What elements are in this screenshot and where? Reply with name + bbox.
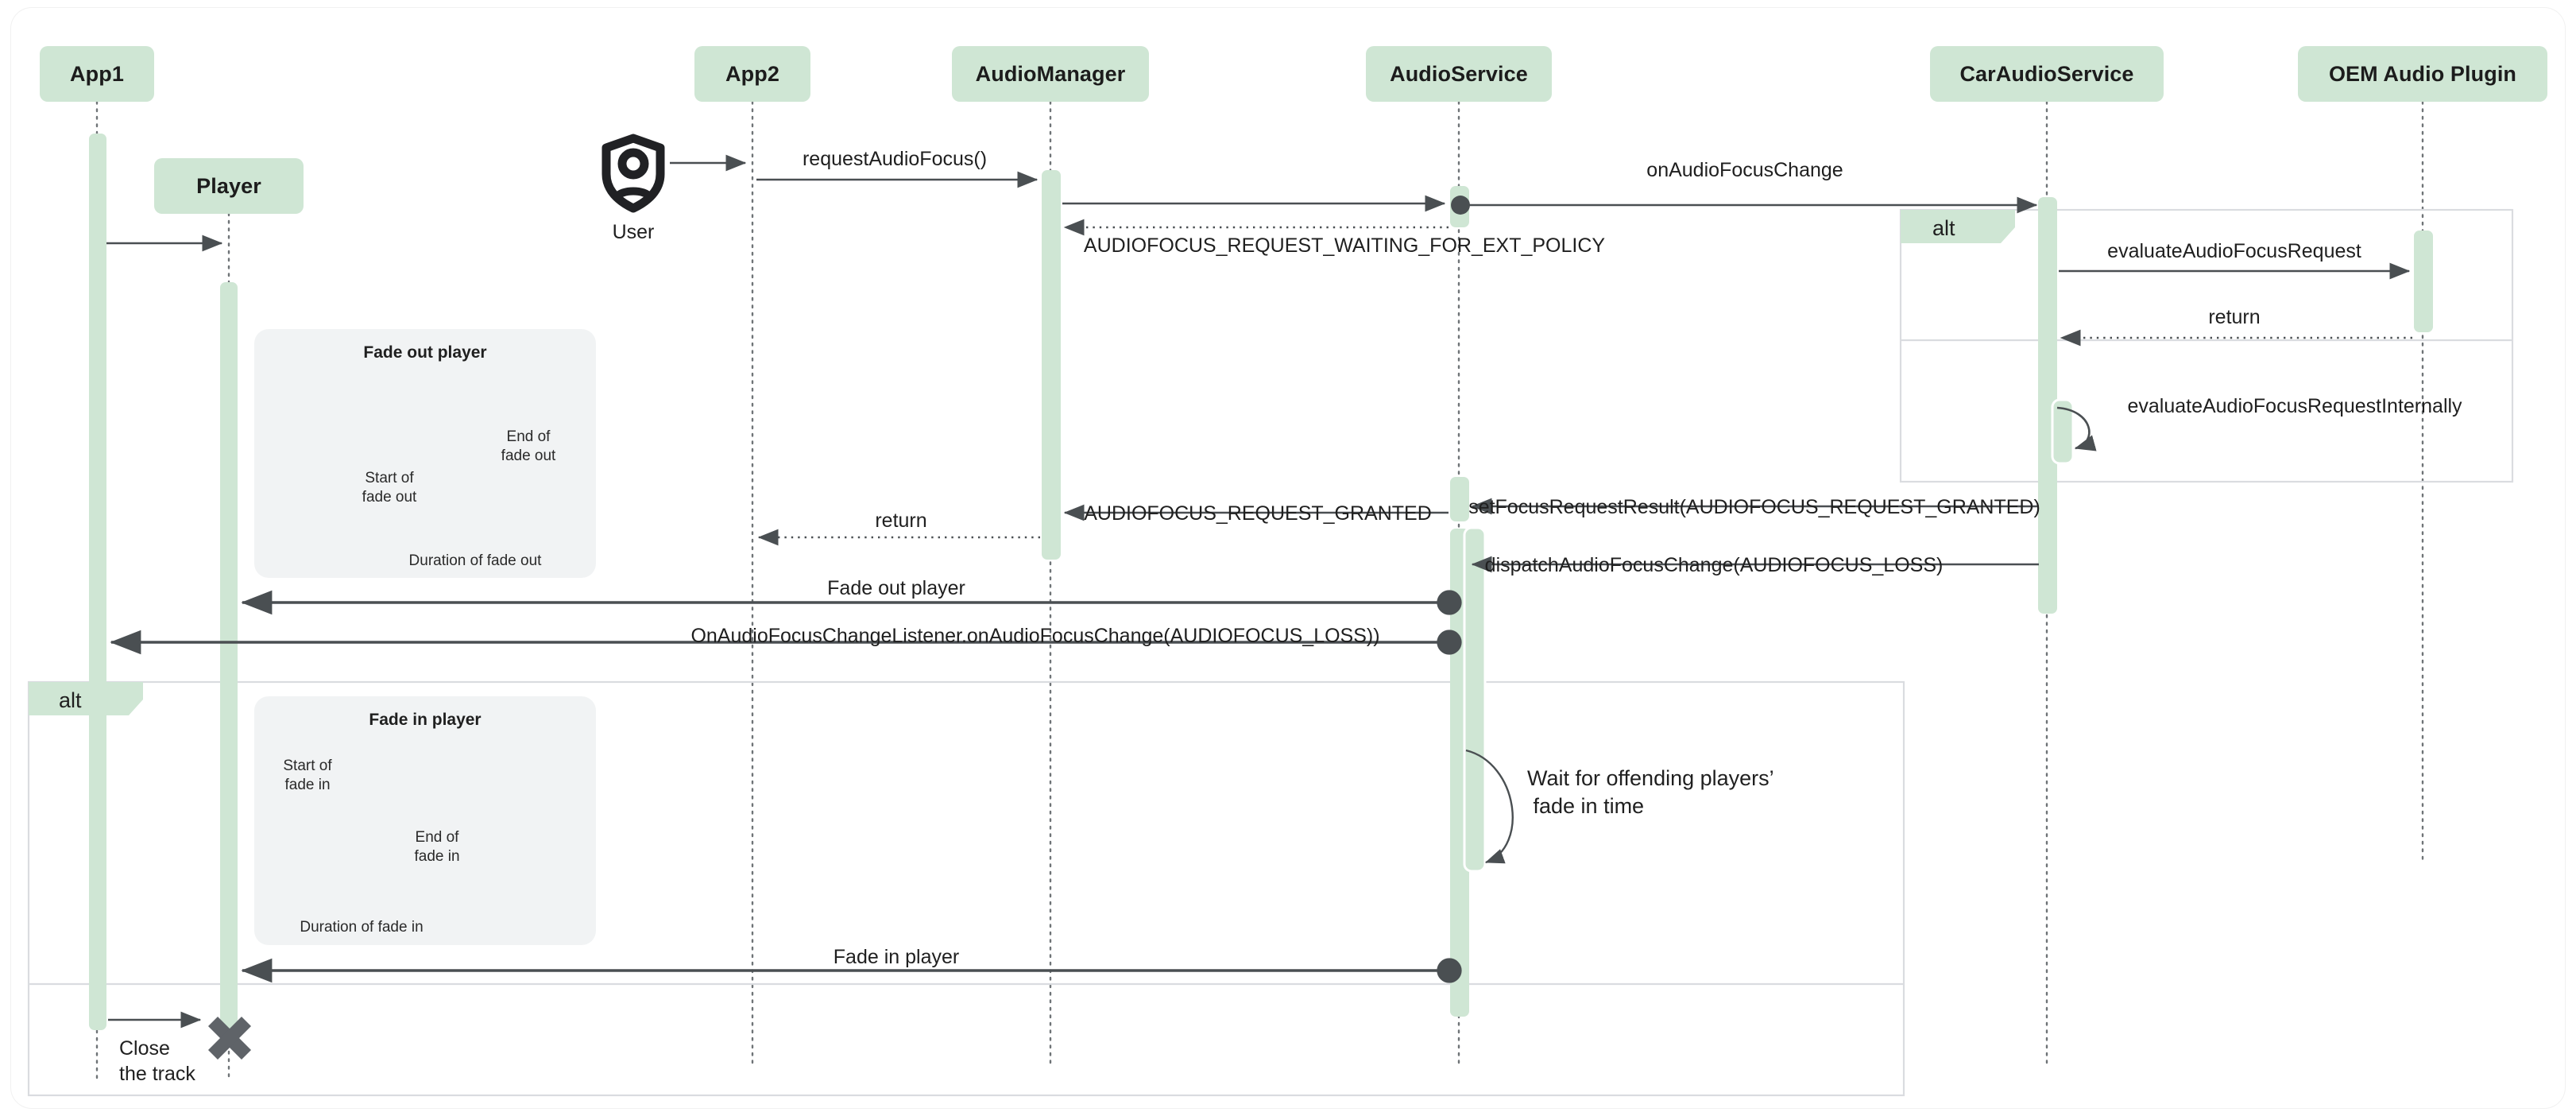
alt-fragment-label-bottom: alt (59, 688, 82, 712)
message-label-close-the-track: Close the track (119, 1037, 195, 1085)
message-label-evaluateaudiofocusrequest: evaluateAudioFocusRequest (2107, 240, 2361, 262)
message-label-setfocusrequestresult: setFocusRequestResult(AUDIOFOCUS_REQUEST… (1468, 496, 2040, 518)
message-label-return-oem: return (2208, 306, 2261, 328)
fade-in-duration-label: Duration of fade in (300, 919, 424, 936)
message-label-onaudiofocuschange: onAudioFocusChange (1646, 159, 1843, 181)
message-label-fade-in-player: Fade in player (833, 946, 960, 968)
destroy-x-icon (207, 1016, 252, 1060)
fade-in-chart-panel (254, 696, 596, 945)
participant-app1[interactable]: App1 (40, 46, 154, 102)
fade-out-chart-panel (254, 329, 596, 578)
participant-caraudioservice[interactable]: CarAudioService (1930, 46, 2164, 102)
fade-out-duration-label: Duration of fade out (408, 552, 542, 569)
participant-oem-audio-plugin[interactable]: OEM Audio Plugin (2298, 46, 2547, 102)
message-label-evaluateaudiofocusrequestinternally: evaluateAudioFocusRequestInternally (2127, 395, 2462, 417)
fade-out-chart-title: Fade out player (363, 343, 487, 362)
message-label-dispatchaudiofocuschange: dispatchAudioFocusChange(AUDIOFOCUS_LOSS… (1484, 554, 1944, 576)
fade-out-end-label: End of fade out (501, 428, 556, 465)
participant-app2[interactable]: App2 (694, 46, 810, 102)
message-label-requestaudiofocus: requestAudioFocus() (802, 148, 988, 170)
participant-audiomanager[interactable]: AudioManager (952, 46, 1149, 102)
message-label-audiofocus-request-granted: AUDIOFOCUS_REQUEST_GRANTED (1084, 502, 1432, 525)
message-label-return-audiomanager: return (875, 510, 927, 532)
message-label-onaudiofocuschangelistener: OnAudioFocusChangeListener.onAudioFocusC… (690, 625, 1380, 647)
message-label-audiofocus-request-waiting: AUDIOFOCUS_REQUEST_WAITING_FOR_EXT_POLIC… (1083, 234, 1606, 257)
message-label-fade-out-player: Fade out player (827, 577, 965, 599)
alt-fragment-label-right: alt (1932, 216, 1955, 240)
fade-in-start-label: Start of fade in (283, 758, 332, 794)
actor-user-label: User (612, 221, 655, 243)
fade-in-end-label: End of fade in (414, 829, 460, 866)
participant-player[interactable]: Player (154, 158, 304, 214)
fade-out-start-label: Start of fade out (362, 470, 417, 506)
note-wait-for-fade-in: Wait for offending players’ fade in time (1527, 766, 1774, 818)
participant-audioservice[interactable]: AudioService (1366, 46, 1552, 102)
user-shield-icon (601, 134, 665, 213)
fade-in-chart-title: Fade in player (369, 711, 482, 729)
